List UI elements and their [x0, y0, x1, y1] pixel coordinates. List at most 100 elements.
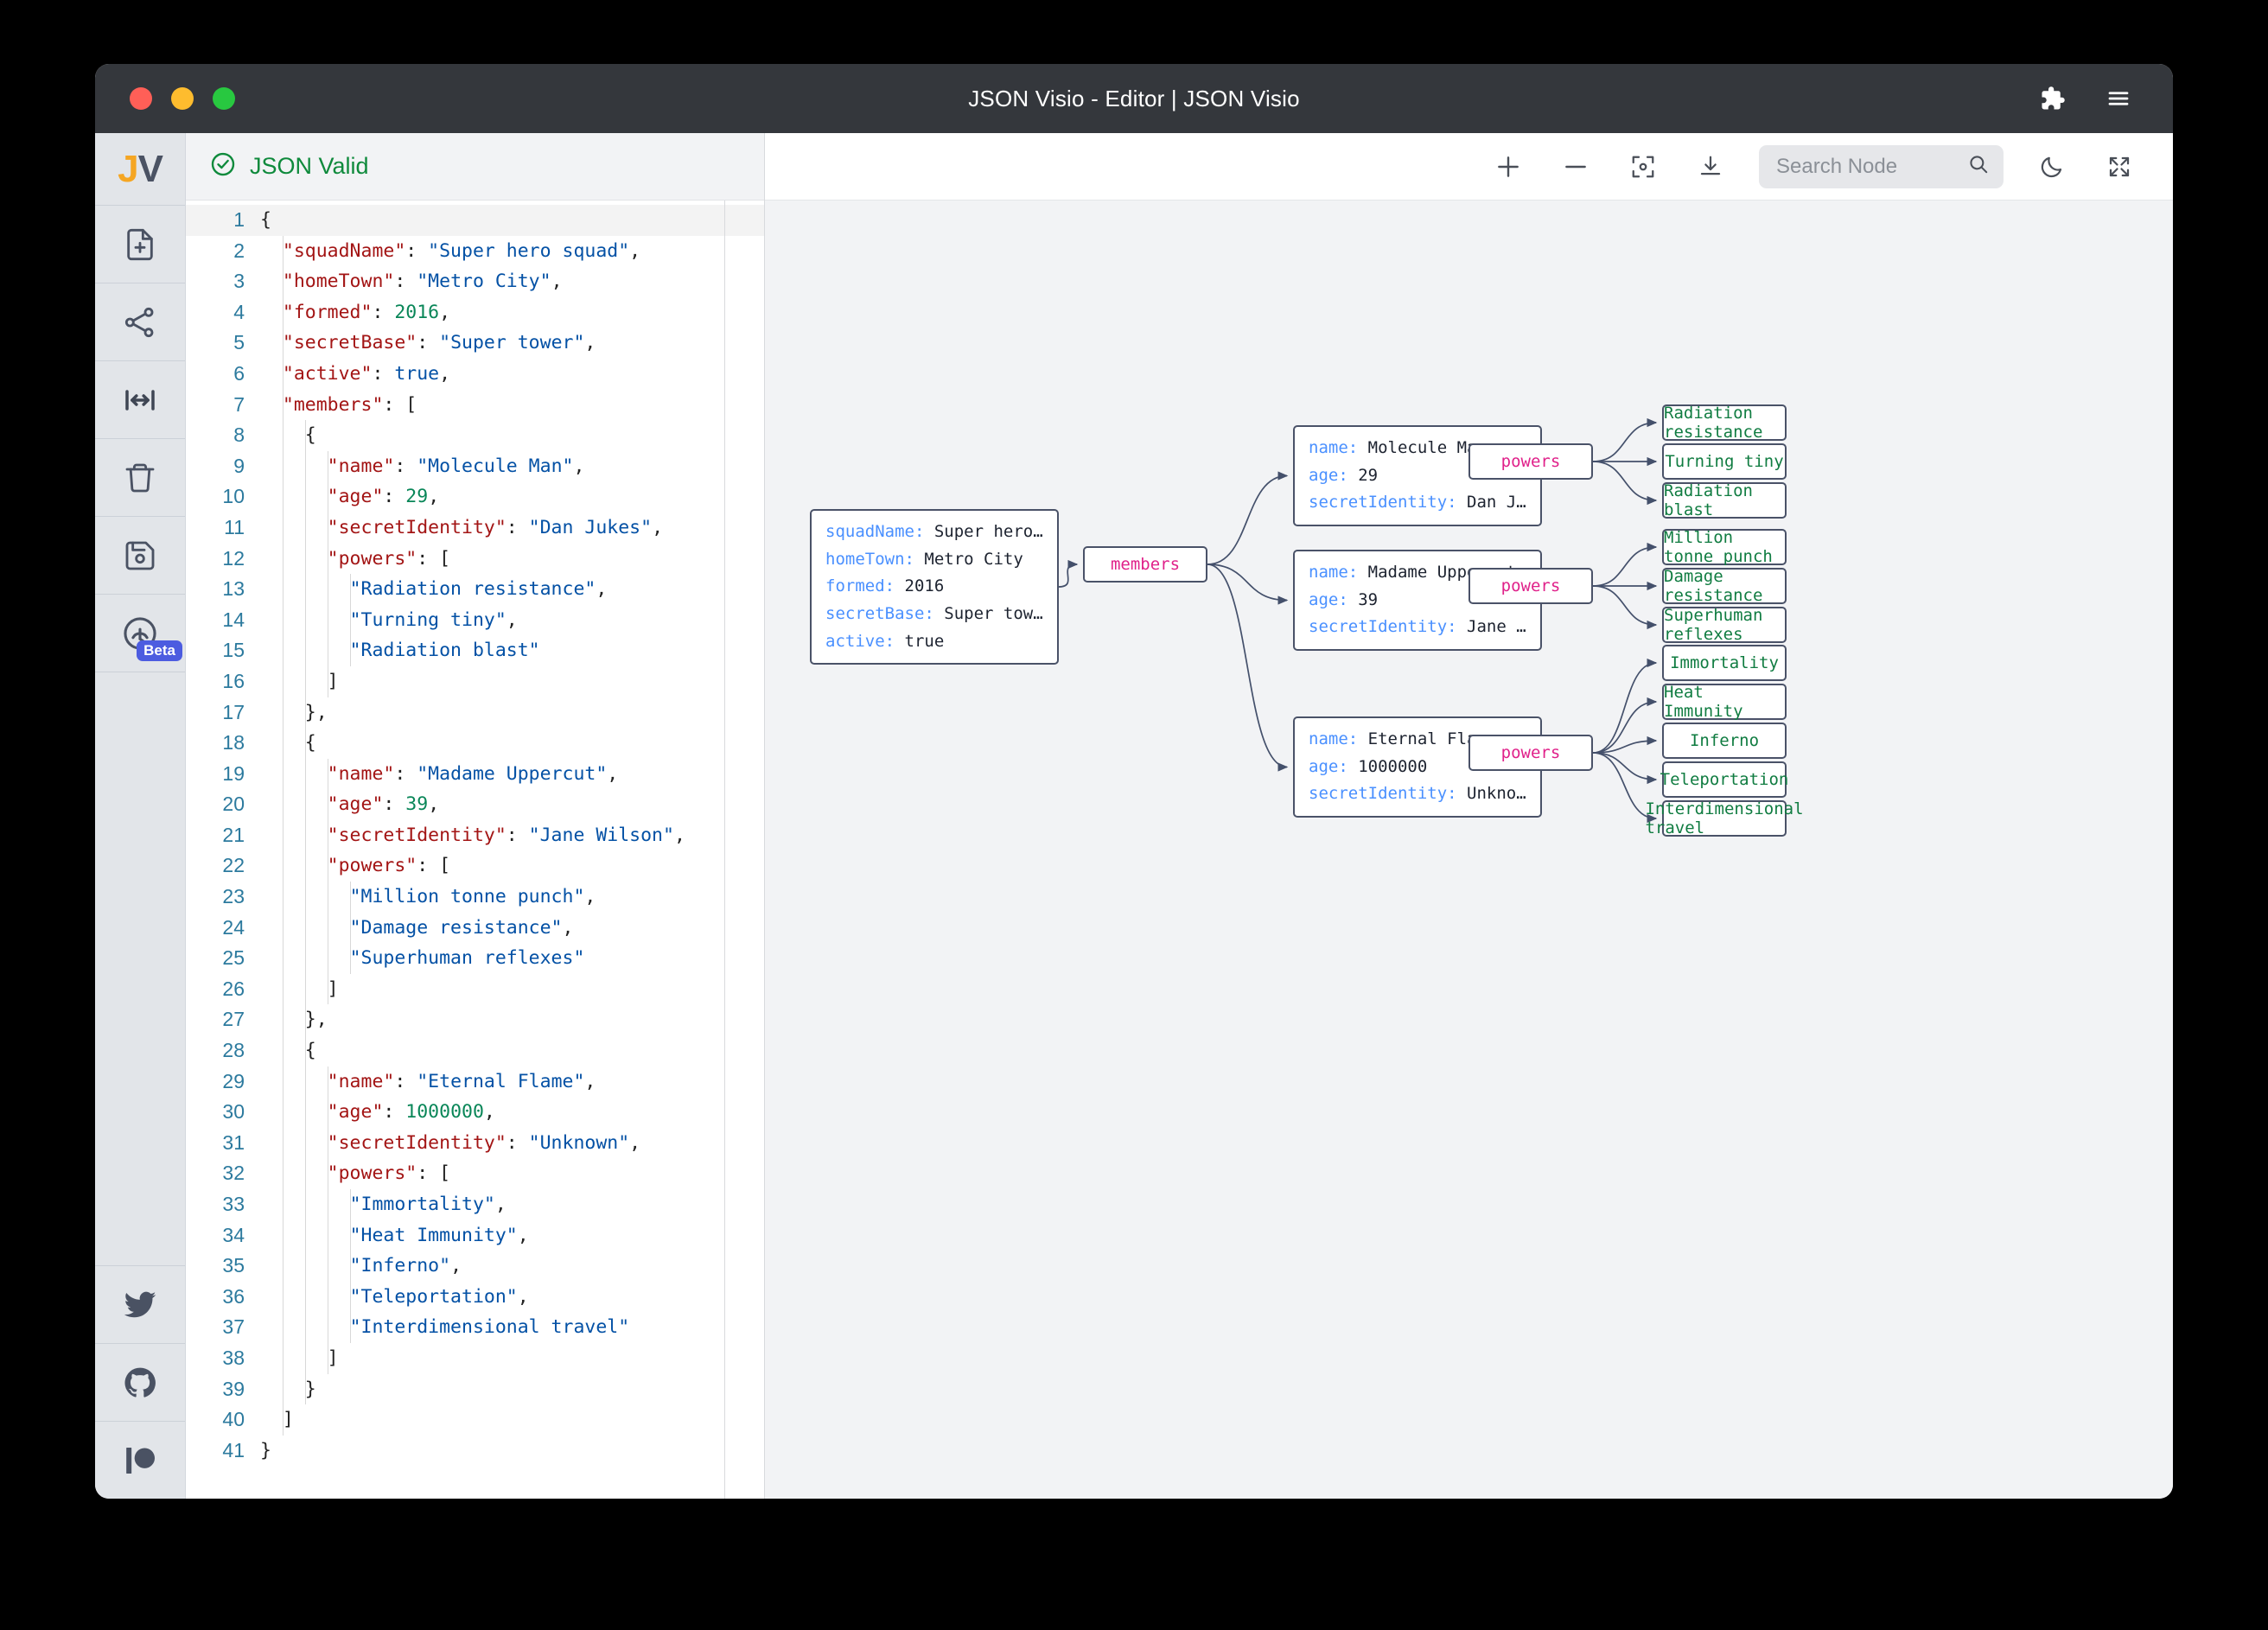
puzzle-icon[interactable] [2040, 86, 2066, 111]
code-line[interactable]: 28 { [186, 1035, 764, 1067]
moon-icon[interactable] [2033, 148, 2071, 186]
close-button[interactable] [130, 87, 152, 110]
code-line[interactable]: 29 "name": "Eternal Flame", [186, 1066, 764, 1098]
code-line[interactable]: 4 "formed": 2016, [186, 296, 764, 328]
graph-node-leaf[interactable]: Radiation resistance [1662, 404, 1787, 442]
code-line[interactable]: 6 "active": true, [186, 358, 764, 390]
rail-item-twitter[interactable] [95, 1265, 185, 1343]
zoom-in-icon[interactable] [1489, 148, 1527, 186]
node-property-row: secretBase: Super tow… [825, 603, 1043, 626]
app-logo[interactable]: JV [95, 133, 185, 206]
code-line[interactable]: 22 "powers": [ [186, 850, 764, 882]
code-line[interactable]: 24 "Damage resistance", [186, 912, 764, 944]
code-line[interactable]: 35 "Inferno", [186, 1251, 764, 1282]
graph-node-parent[interactable]: powers [1468, 443, 1593, 480]
graph-node-leaf[interactable]: Superhuman reflexes [1662, 606, 1787, 644]
code-line[interactable]: 37 "Interdimensional travel" [186, 1312, 764, 1343]
indent-guide [283, 758, 284, 790]
code-line[interactable]: 15 "Radiation blast" [186, 635, 764, 666]
code-line[interactable]: 32 "powers": [ [186, 1158, 764, 1189]
code-line[interactable]: 40 ] [186, 1404, 764, 1436]
download-icon[interactable] [1691, 148, 1730, 186]
minimize-button[interactable] [171, 87, 194, 110]
graph-canvas[interactable]: squadName: Super hero…homeTown: Metro Ci… [765, 201, 2173, 1499]
zoom-button[interactable] [213, 87, 235, 110]
graph-node-leaf[interactable]: Interdimensional travel [1645, 799, 1803, 837]
hamburger-menu-icon[interactable] [2106, 86, 2131, 111]
search-node-box[interactable] [1759, 144, 2004, 188]
code-line[interactable]: 16 ] [186, 665, 764, 697]
code-line[interactable]: 36 "Teleportation", [186, 1281, 764, 1313]
code-line[interactable]: 23 "Million tonne punch", [186, 882, 764, 913]
json-status-bar: JSON Valid [186, 133, 764, 201]
code-line[interactable]: 21 "secretIdentity": "Jane Wilson", [186, 819, 764, 851]
graph-node-parent[interactable]: powers [1468, 735, 1593, 771]
graph-node-leaf[interactable]: Inferno [1662, 723, 1787, 759]
line-number: 33 [222, 1193, 245, 1215]
code-line[interactable]: 38 ] [186, 1342, 764, 1374]
code-line[interactable]: 13 "Radiation resistance", [186, 574, 764, 605]
graph-node-leaf[interactable]: Immortality [1662, 645, 1787, 681]
rail-item-save[interactable] [95, 517, 185, 595]
graph-node-parent[interactable]: members [1083, 546, 1207, 583]
code-line[interactable]: 33 "Immortality", [186, 1189, 764, 1220]
code-line[interactable]: 26 ] [186, 973, 764, 1005]
line-text: "Immortality", [260, 1189, 764, 1220]
center-focus-icon[interactable] [1624, 148, 1662, 186]
code-line[interactable]: 31 "secretIdentity": "Unknown", [186, 1127, 764, 1159]
graph-node-leaf[interactable]: Million tonne punch [1662, 528, 1787, 566]
code-line[interactable]: 30 "age": 1000000, [186, 1097, 764, 1128]
code-line[interactable]: 1{ [186, 205, 764, 236]
code-line[interactable]: 7 "members": [ [186, 389, 764, 421]
code-line[interactable]: 8 { [186, 420, 764, 451]
code-line[interactable]: 19 "name": "Madame Uppercut", [186, 758, 764, 790]
line-number: 10 [222, 485, 245, 508]
graph-node-leaf[interactable]: Damage resistance [1662, 567, 1787, 605]
rail-item-github[interactable] [95, 1343, 185, 1421]
code-line[interactable]: 9 "name": "Molecule Man", [186, 450, 764, 482]
line-number: 24 [222, 915, 245, 939]
code-line[interactable]: 11 "secretIdentity": "Dan Jukes", [186, 512, 764, 544]
code-token: "formed" [282, 301, 373, 323]
rail-item-new-document[interactable] [95, 206, 185, 283]
graph-node-leaf[interactable]: Teleportation [1660, 761, 1788, 798]
rail-item-share[interactable] [95, 283, 185, 361]
graph-node-leaf[interactable]: Heat Immunity [1662, 683, 1787, 721]
graph-edge [1207, 563, 1289, 605]
rail-item-cloud-gauge[interactable]: Beta [95, 595, 185, 672]
code-line[interactable]: 2 "squadName": "Super hero squad", [186, 235, 764, 267]
json-status-label: JSON Valid [250, 153, 369, 179]
code-token: ] [327, 1347, 339, 1369]
indent-guide [305, 420, 306, 451]
code-line[interactable]: 41} [186, 1436, 764, 1467]
rail-item-patreon[interactable] [95, 1421, 185, 1499]
search-input[interactable] [1776, 154, 1959, 179]
code-line[interactable]: 3 "homeTown": "Metro City", [186, 266, 764, 297]
code-line[interactable]: 12 "powers": [ [186, 543, 764, 575]
rail-item-fit-width[interactable] [95, 361, 185, 439]
code-editor[interactable]: 1{2 "squadName": "Super hero squad",3 "h… [186, 201, 764, 1499]
code-line[interactable]: 5 "secretBase": "Super tower", [186, 328, 764, 359]
code-line[interactable]: 20 "age": 39, [186, 789, 764, 820]
code-line[interactable]: 39 } [186, 1373, 764, 1405]
graph-node-parent[interactable]: powers [1468, 568, 1593, 604]
graph-node-leaf[interactable]: Radiation blast [1662, 481, 1787, 519]
code-line[interactable]: 27 }, [186, 1004, 764, 1036]
code-line[interactable]: 17 }, [186, 697, 764, 729]
code-line[interactable]: 18 { [186, 728, 764, 759]
code-line[interactable]: 10 "age": 29, [186, 481, 764, 513]
code-line[interactable]: 14 "Turning tiny", [186, 604, 764, 636]
code-token: , [517, 1285, 529, 1308]
code-line[interactable]: 34 "Heat Immunity", [186, 1219, 764, 1251]
rail-item-delete[interactable] [95, 439, 185, 517]
graph-node-leaf[interactable]: Turning tiny [1662, 443, 1787, 480]
indent-guide [283, 1373, 284, 1405]
code-lines[interactable]: 1{2 "squadName": "Super hero squad",3 "h… [186, 201, 764, 1466]
search-icon[interactable] [1967, 153, 1990, 180]
code-line[interactable]: 25 "Superhuman reflexes" [186, 943, 764, 974]
fullscreen-icon[interactable] [2100, 148, 2138, 186]
line-text: "name": "Molecule Man", [260, 450, 764, 482]
graph-node-object[interactable]: squadName: Super hero…homeTown: Metro Ci… [810, 509, 1059, 665]
zoom-out-icon[interactable] [1557, 148, 1595, 186]
